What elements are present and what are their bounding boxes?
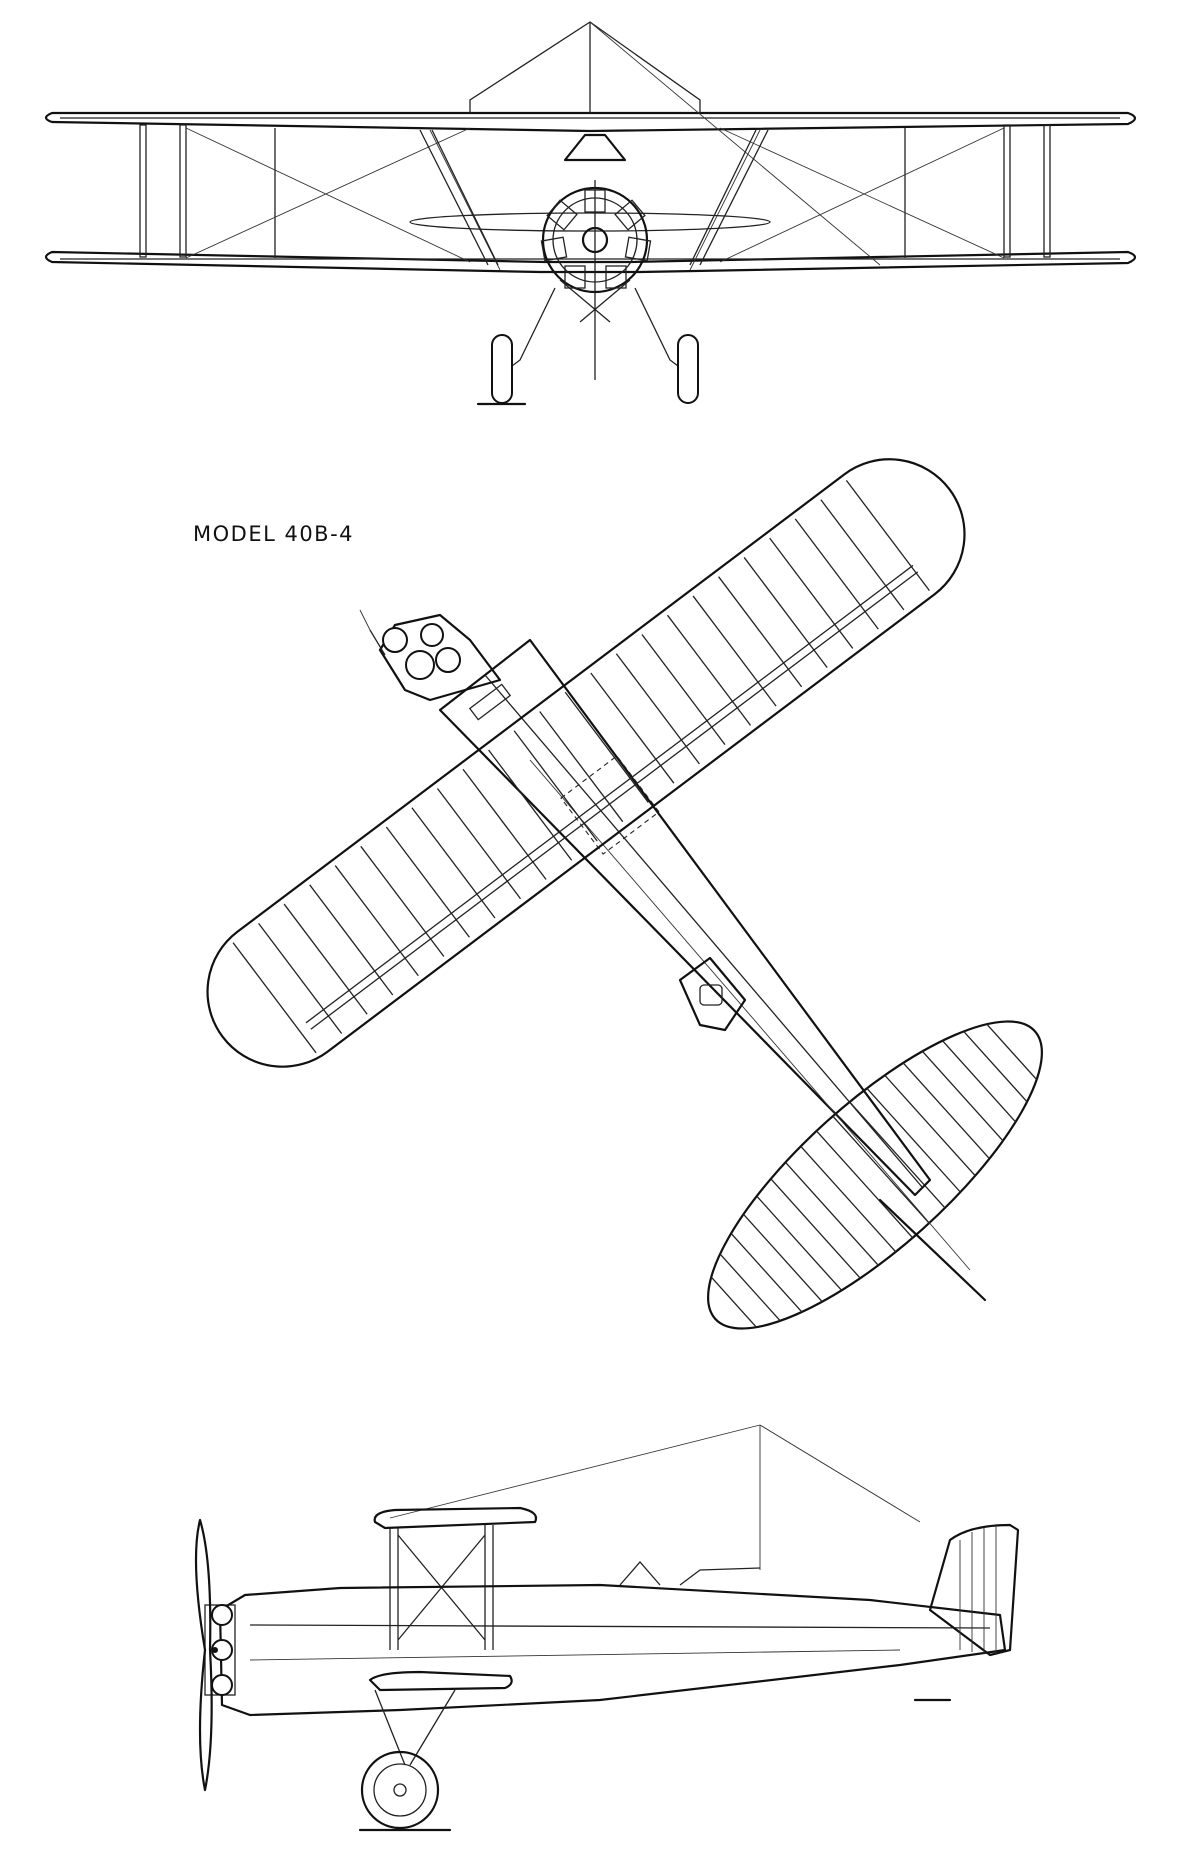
tail-rib xyxy=(986,1023,1038,1080)
tail-rib xyxy=(719,1253,781,1322)
wing-rib xyxy=(845,480,930,591)
wing-rib xyxy=(258,922,343,1034)
wing-rib xyxy=(590,672,675,784)
upper-wing xyxy=(44,111,1137,133)
tailplane-front xyxy=(409,212,771,232)
wing-rib xyxy=(232,942,317,1054)
wing-rib xyxy=(794,518,879,630)
tail-rib xyxy=(770,1178,861,1279)
wing-rib xyxy=(411,807,496,919)
front-view xyxy=(44,21,1137,406)
dashed-panel xyxy=(560,755,660,855)
wing-rib xyxy=(820,499,905,611)
interplane-struts xyxy=(139,124,1051,258)
top-view xyxy=(206,458,1043,1330)
wing-rib xyxy=(692,595,777,707)
cockpit-top xyxy=(678,956,747,1032)
rudder-ribs xyxy=(959,1527,997,1655)
wing-rib xyxy=(666,614,752,726)
flying-wires xyxy=(185,127,1005,271)
tail-rib xyxy=(785,1161,879,1266)
landing-gear-side xyxy=(358,1689,456,1832)
tail-fin-side xyxy=(928,1523,1020,1657)
tail-rib xyxy=(902,1062,990,1160)
front-wire-r xyxy=(589,21,881,266)
n-struts xyxy=(419,129,769,266)
cockpit-side xyxy=(619,1561,761,1586)
horizontal-tail xyxy=(707,1020,1043,1330)
wing-rib xyxy=(564,691,649,803)
tail-rib xyxy=(756,1195,843,1291)
cabane-mast xyxy=(469,21,701,113)
tail-rib xyxy=(884,1074,976,1177)
tail-rib xyxy=(816,1130,914,1239)
fin-top xyxy=(878,1198,987,1302)
wheel-left xyxy=(491,334,513,404)
tail-rib xyxy=(866,1087,961,1193)
wing-rib xyxy=(513,730,598,842)
wing-rib xyxy=(334,865,419,977)
fuselage-side xyxy=(218,1583,1007,1717)
side-view xyxy=(194,1424,1020,1832)
tail-rib xyxy=(941,1040,1017,1123)
wing-rib xyxy=(615,653,700,765)
lower-wing-side xyxy=(368,1670,513,1692)
tail-rib xyxy=(710,1276,757,1328)
wing-rib xyxy=(641,634,726,746)
tail-rib xyxy=(849,1101,946,1209)
tail-rib xyxy=(921,1050,1004,1142)
tail-rib xyxy=(730,1232,803,1313)
wing-rib xyxy=(769,537,854,649)
wing-rib xyxy=(436,788,522,900)
main-wing-top xyxy=(206,458,966,1068)
wing-rib xyxy=(283,903,368,1015)
lower-wing xyxy=(44,250,1137,274)
tail-rib xyxy=(963,1030,1028,1103)
propeller-side xyxy=(194,1518,213,1792)
wing-rib xyxy=(718,576,803,688)
model-label: MODEL 40B-4 xyxy=(193,522,355,546)
side-rigging xyxy=(389,1424,921,1570)
wing-rib xyxy=(360,845,445,957)
radial-engine-front xyxy=(540,133,652,380)
tail-rib xyxy=(832,1115,930,1224)
fuselage-top xyxy=(438,638,971,1271)
wing-rib xyxy=(462,768,547,880)
landing-gear-front xyxy=(476,279,699,406)
upper-wing-side xyxy=(373,1506,538,1530)
radial-engine-top xyxy=(359,609,512,721)
wing-rib xyxy=(385,826,470,938)
tail-rib xyxy=(800,1145,897,1253)
tail-rib xyxy=(743,1213,823,1303)
wheel-right xyxy=(677,334,699,404)
wing-rib xyxy=(488,749,573,861)
wing-rib xyxy=(743,557,828,669)
wing-rib xyxy=(309,884,394,996)
wing-rib xyxy=(539,711,624,823)
